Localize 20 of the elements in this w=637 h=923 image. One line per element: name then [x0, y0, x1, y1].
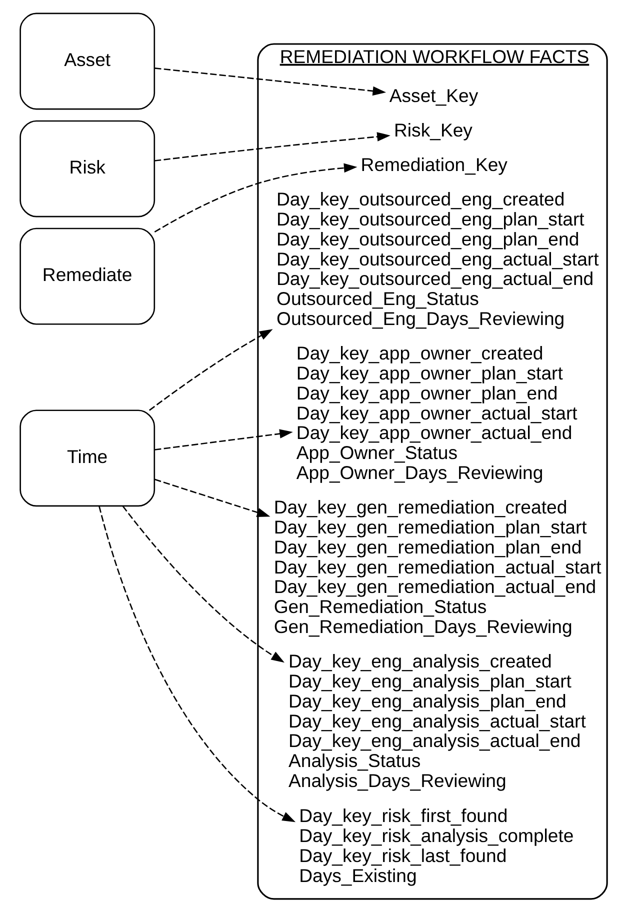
arrow [154, 163, 357, 233]
node-box: Remediate [19, 228, 155, 325]
node-text: Day_key_gen_remediation_created Day_key_gen_remediation_plan_start Day_key_gen_remediation_plan_end Day_key_gen_remediation_actual_start Day_key_gen_remediation_actual_end Gen_Remediation_Status Gen_Remediation_Days_Reviewing [273, 496, 601, 638]
node-text: Remediation_Key [360, 154, 507, 176]
node-box: Time [19, 410, 155, 507]
arrow [148, 329, 272, 411]
node-text: Day_key_eng_analysis_created Day_key_eng_analysis_plan_start Day_key_eng_analysis_plan_end Day_key_eng_analysis_actual_start Day_key_eng_analysis_actual_end Analysis_Status Analysis_Days_Reviewing [288, 650, 586, 792]
arrow [154, 68, 386, 96]
node-text: Risk_Key [394, 120, 472, 141]
arrow [98, 506, 296, 822]
arrow [154, 478, 270, 517]
arrow [154, 132, 390, 162]
node-text: Day_key_app_owner_created Day_key_app_owner_plan_start Day_key_app_owner_plan_end Day_key_app_owner_actual_start Day_key_app_owner_actual_end App_Owner_Status App_Owner_Days_Reviewing [296, 342, 577, 484]
node-box: Asset [19, 12, 155, 110]
node-text: Day_key_risk_first_found Day_key_risk_analysis_complete Day_key_risk_last_found Days_Existing [298, 805, 574, 886]
arrow [122, 506, 284, 663]
node-text: Day_key_outsourced_eng_created Day_key_outsourced_eng_plan_start Day_key_outsourced_eng_plan_end Day_key_outsourced_eng_actual_start Day_key_outsourced_eng_actual_end Outsourced_Eng_Status Outsourced_Eng_Days_Reviewing [276, 188, 598, 330]
arrow [154, 429, 292, 450]
node-text: Asset_Key [388, 85, 478, 106]
node-box: Risk [19, 120, 155, 218]
